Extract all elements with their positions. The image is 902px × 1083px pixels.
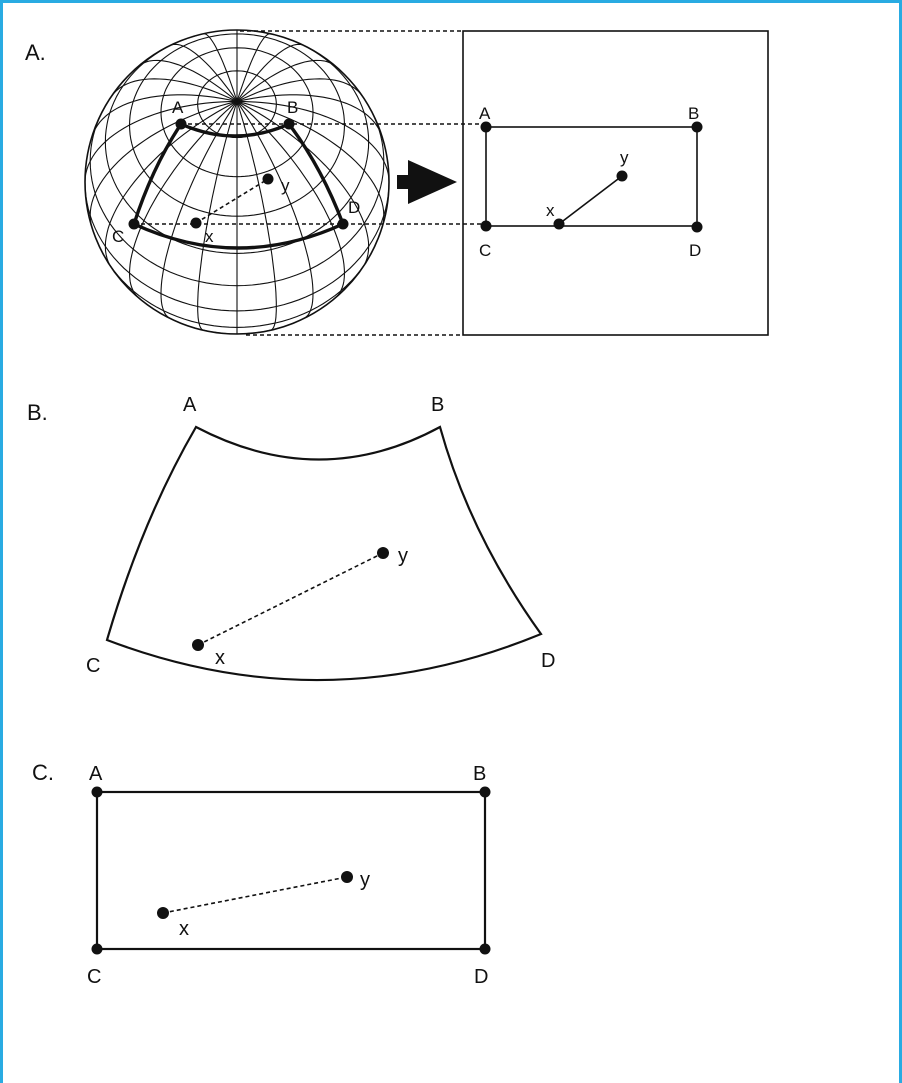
projection-box: A B C D x y [462,30,769,336]
globe-meridian [89,100,238,228]
curved-label-a: A [183,394,197,416]
projection-xy-line [558,175,623,225]
projection-box-rectangle [485,126,698,227]
projection-label-c: C [479,241,491,260]
globe-label-y: y [281,176,290,195]
globe-label-c: C [112,227,124,246]
flat-point-d [479,943,491,955]
globe-point-x [190,217,202,229]
panel-b-label: B. [27,400,48,425]
projection-point-a [480,121,492,133]
panel-c-label: C. [32,760,54,785]
curved-patch-outline [105,425,543,682]
projection-point-x [553,218,565,230]
globe-patch-right-edge [287,122,345,225]
flat-point-x [157,907,169,919]
globe-meridian [236,101,314,319]
globe-meridian [236,94,383,137]
flat-point-y [341,871,353,883]
projection-point-b [691,121,703,133]
globe-parallel [102,253,372,328]
flat-point-a [91,786,103,798]
flat-label-x: x [179,918,189,940]
flat-label-y: y [360,869,370,891]
panel-a-label: A. [25,40,46,65]
globe-meridian [236,100,385,228]
curved-label-b: B [431,394,444,416]
projection-label-a: A [479,104,491,123]
flat-point-b [479,786,491,798]
projection-arrow-icon [397,160,457,204]
globe-meridian [160,101,238,319]
projection-label-y: y [620,148,629,167]
flat-label-d: D [474,966,488,988]
globe-parallel [89,104,385,287]
globe-label-a: A [172,98,184,117]
curved-label-c: C [86,655,100,677]
flat-xy-line [162,876,348,914]
globe-meridian [236,101,346,299]
globe-xy-line [195,178,269,224]
globe-meridian [236,59,336,102]
curved-label-y: y [398,545,408,567]
globe-meridian [138,59,238,102]
globe-meridian [91,94,238,137]
globe-point-d [337,218,349,230]
projection-label-x: x [546,201,555,220]
projection-point-y [616,170,628,182]
projection-label-b: B [688,104,699,123]
flat-label-b: B [473,763,486,785]
globe-patch-left-edge [132,123,183,225]
panel-a: A. A B C D x y [25,29,769,336]
flat-point-c [91,943,103,955]
curved-label-x: x [215,647,225,669]
flat-label-c: C [87,966,101,988]
globe-meridian [128,101,238,299]
globe-label-b: B [287,98,298,117]
curved-point-x [192,639,204,651]
globe-parallel [85,181,389,312]
globe-patch-top-edge [180,122,290,138]
globe-patch-bottom-edge [133,222,344,250]
globe-label-x: x [205,227,214,246]
flat-label-a: A [89,763,103,785]
projection-point-d [691,221,703,233]
projection-point-c [480,220,492,232]
globe: A B C D x y [84,29,390,335]
curved-label-d: D [541,650,555,672]
curved-point-y [377,547,389,559]
panel-b: B. A B C D x y [27,394,555,682]
globe-parallel [197,70,277,139]
globe-point-y [262,173,274,185]
curved-xy-line [197,552,384,646]
flat-rectangle [95,790,487,951]
globe-label-d: D [348,198,360,217]
projection-guides [134,30,486,336]
panel-c: C. A B C D x y [32,760,491,988]
projection-label-d: D [689,241,701,260]
globe-parallel [128,33,346,217]
globe-parallel [176,321,298,334]
